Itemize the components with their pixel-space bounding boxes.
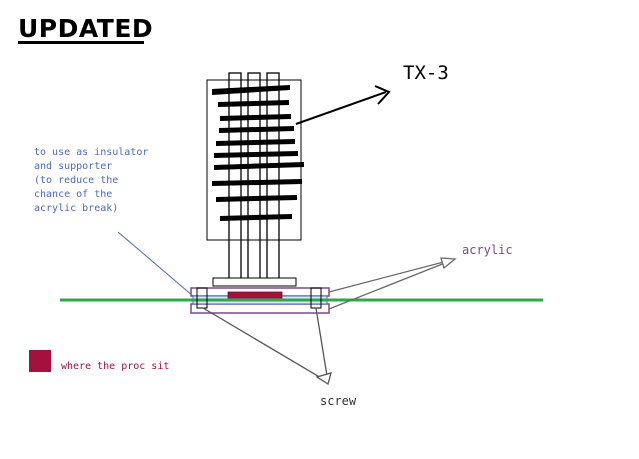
fin	[218, 100, 289, 107]
heatsink-fins	[212, 85, 304, 221]
acrylic-arrows	[328, 257, 457, 310]
acrylic-label: acrylic	[462, 243, 513, 257]
heatsink-label: TX-3	[403, 62, 449, 84]
title-underline	[18, 41, 144, 44]
fin	[220, 214, 292, 221]
fin	[216, 195, 297, 202]
page-title: UPDATED	[18, 14, 154, 43]
tx3-arrow	[295, 85, 391, 125]
heatsink-body	[206, 79, 302, 241]
acrylic-plate-bottom	[190, 303, 330, 314]
note-line: acrylic break)	[34, 203, 119, 214]
screw-arrows	[202, 307, 332, 386]
note-line: (to reduce the	[34, 175, 119, 186]
note-line: to use as insulator	[34, 147, 149, 158]
legend-swatch	[29, 350, 51, 372]
fin	[214, 162, 304, 170]
fin	[212, 85, 290, 95]
note-line: and supporter	[34, 161, 113, 172]
note-line: chance of the	[34, 189, 113, 200]
fin	[220, 114, 291, 121]
processor	[227, 291, 283, 299]
screw-label: screw	[320, 394, 357, 408]
legend-label: where the proc sit	[61, 361, 170, 372]
fin	[212, 179, 302, 186]
note-pointer-line	[117, 231, 194, 297]
fin	[216, 139, 295, 146]
insulator-note: to use as insulator and supporter (to re…	[34, 146, 184, 216]
fin	[214, 151, 298, 158]
heatsink-base	[212, 277, 297, 287]
screw-left	[196, 287, 208, 309]
fin	[219, 126, 294, 133]
